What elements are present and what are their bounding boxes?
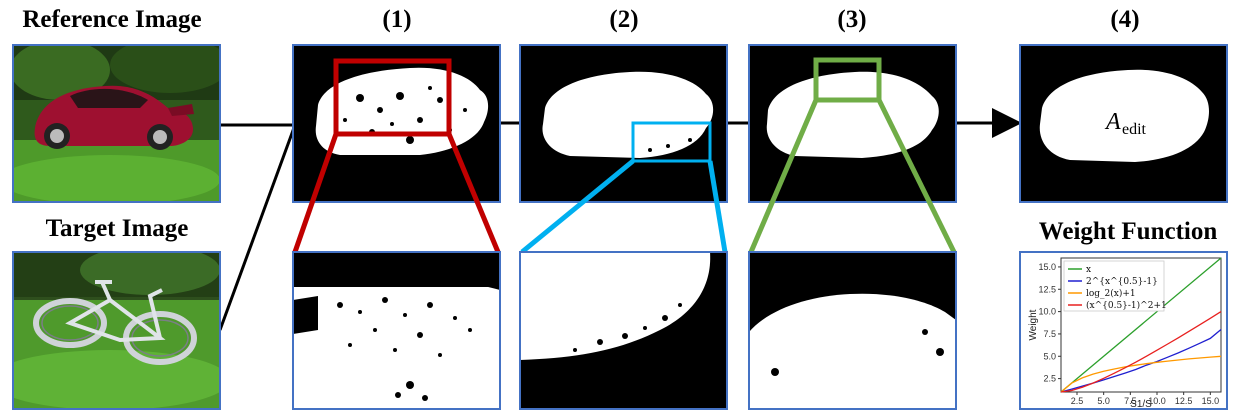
zoom-panel-3: [748, 251, 957, 410]
chart-ticks: 2.5 5.0 7.5 10.0 12.5 15.0 2.5 5.0 7.5 10.0 12.5 15…: [1038, 262, 1219, 406]
mask-1-noise: [343, 86, 467, 144]
chart-y-axis-label: Weight: [1028, 309, 1039, 340]
chart-lines: [1060, 257, 1222, 393]
mask-2-noise: [648, 138, 692, 152]
reference-image: [12, 44, 221, 203]
zoom-line-green-right: [876, 98, 957, 254]
final-mask-shape: [1039, 69, 1209, 162]
zoom-line-cyan-left: [520, 159, 635, 254]
zoom-line-green-left: [748, 99, 819, 253]
zoom-line-red-left: [292, 133, 339, 253]
zoom-box-red: [333, 58, 452, 137]
series-line-2: [1060, 355, 1222, 393]
zoom-line-red-right: [446, 133, 501, 253]
mask-step-2: [519, 44, 728, 203]
weight-function-title: Weight Function: [1039, 218, 1218, 245]
legend-entry-2: log_2(x)+1: [1086, 288, 1136, 299]
y-tick-label: 12.5: [1038, 284, 1056, 294]
mask-label-subscript: edit: [1122, 121, 1147, 138]
x-tick-label: 5.0: [1097, 396, 1110, 406]
step-1-label: (1): [382, 6, 411, 33]
reference-title: Reference Image: [22, 6, 201, 33]
x-tick-label: 12.5: [1175, 396, 1193, 406]
x-tick-label: 10.0: [1148, 396, 1166, 406]
target-image: [12, 251, 221, 410]
step-3-label: (3): [837, 6, 866, 33]
y-tick-label: 7.5: [1043, 329, 1056, 339]
mask-label-a: A: [1104, 109, 1121, 135]
legend-entry-3: (x^{0.5}-1)^2+1: [1086, 300, 1167, 311]
chart-legend: x 2^{x^{0.5}-1}log_2(x)+1(x^{0.5}-1)^2+1: [1063, 260, 1167, 312]
legend-entry-1: 2^{x^{0.5}-1}: [1086, 277, 1158, 287]
x-tick-label: 7.5: [1124, 396, 1137, 406]
connector-lines: [218, 108, 1022, 331]
y-tick-label: 10.0: [1038, 307, 1056, 317]
series-line-0: [1060, 257, 1222, 393]
step-2-label: (2): [609, 6, 638, 33]
mask-step-4: A edit: [1019, 44, 1228, 203]
y-tick-label: 15.0: [1038, 262, 1056, 272]
zoom-connectors: [292, 98, 957, 254]
legend-entry-0: x: [1086, 265, 1091, 275]
zoom-line-cyan-right: [707, 160, 728, 253]
y-tick-label: 2.5: [1043, 374, 1056, 384]
x-tick-label: 2.5: [1071, 396, 1084, 406]
target-title: Target Image: [46, 215, 189, 242]
series-line-3: [1060, 311, 1222, 393]
step-4-label: (4): [1110, 6, 1139, 33]
y-tick-label: 5.0: [1043, 351, 1056, 361]
zoom-box-green: [813, 57, 882, 103]
weight-function-chart: 2.5 5.0 7.5 10.0 12.5 15.0 2.5 5.0 7.5 10.0 12.5 15…: [1019, 251, 1228, 410]
zoom-panel-2: [519, 251, 728, 410]
connector-tgt-to-1: [218, 124, 297, 331]
zoom-panel-1: [292, 251, 501, 410]
zoom-box-cyan: [631, 121, 712, 163]
x-tick-label: 15.0: [1202, 396, 1220, 406]
chart-x-axis-label: S1/S: [1130, 399, 1152, 410]
